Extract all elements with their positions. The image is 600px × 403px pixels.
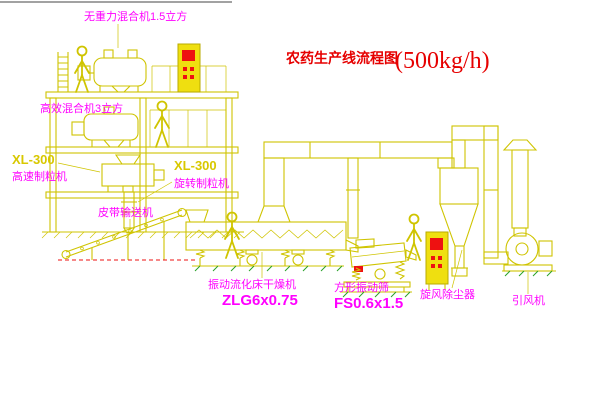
high-efficiency-mixer: [71, 106, 139, 148]
granulator-center-model-label: XL-300: [174, 158, 217, 173]
worker-figure-4: [406, 213, 422, 261]
granulator-left-name-label: 高速制粒机: [12, 169, 67, 183]
control-cabinet-top: [177, 43, 201, 93]
dryer-name-label: 振动流化床干燥机: [208, 277, 296, 291]
belt-conveyor: [58, 207, 196, 261]
control-cabinet-field: [425, 231, 463, 290]
ground-hatch: [194, 265, 343, 272]
label-leader: [451, 249, 463, 289]
sieve-model-label: FS0.6x1.5: [334, 295, 403, 312]
ground-hatch: [342, 291, 411, 298]
high-mixer-label: 高效混合机3立方: [40, 101, 123, 115]
cyclone-dust-collector: [437, 125, 499, 277]
gravity-free-mixer: [77, 24, 147, 93]
vibrating-sieve: [340, 238, 417, 298]
sieve-name-label: 方形振动筛: [334, 280, 389, 294]
induced-draft-fan: [502, 227, 556, 294]
granulator-high-speed: [101, 154, 165, 193]
ground-hatch: [504, 270, 553, 277]
fan-down-duct: [483, 125, 509, 265]
cyclone-label: 旋风除尘器: [420, 287, 475, 301]
sieve-branch-duct: [346, 157, 360, 239]
fan-label: 引风机: [512, 293, 545, 307]
ladder: [57, 52, 69, 92]
granulator-left-model-label: XL-300: [12, 152, 55, 167]
worker-figure-2: [154, 100, 170, 148]
granulator-center-name-label: 旋转制粒机: [174, 176, 229, 190]
gravity-mixer-label: 无重力混合机1.5立方: [84, 9, 187, 23]
worker-figure-1: [74, 45, 90, 93]
diagram-title: 农药生产线流程图: [285, 50, 398, 66]
fluid-bed-dryer: [185, 209, 359, 278]
model-label-leaders: [57, 162, 173, 203]
belt-conveyor-label: 皮带输送机: [98, 205, 153, 219]
dryer-model-label: ZLG6x0.75: [222, 292, 298, 309]
exhaust-stack: [502, 139, 538, 229]
diagram-title-capacity: (500kg/h): [395, 48, 490, 74]
exhaust-duct: [257, 141, 453, 223]
